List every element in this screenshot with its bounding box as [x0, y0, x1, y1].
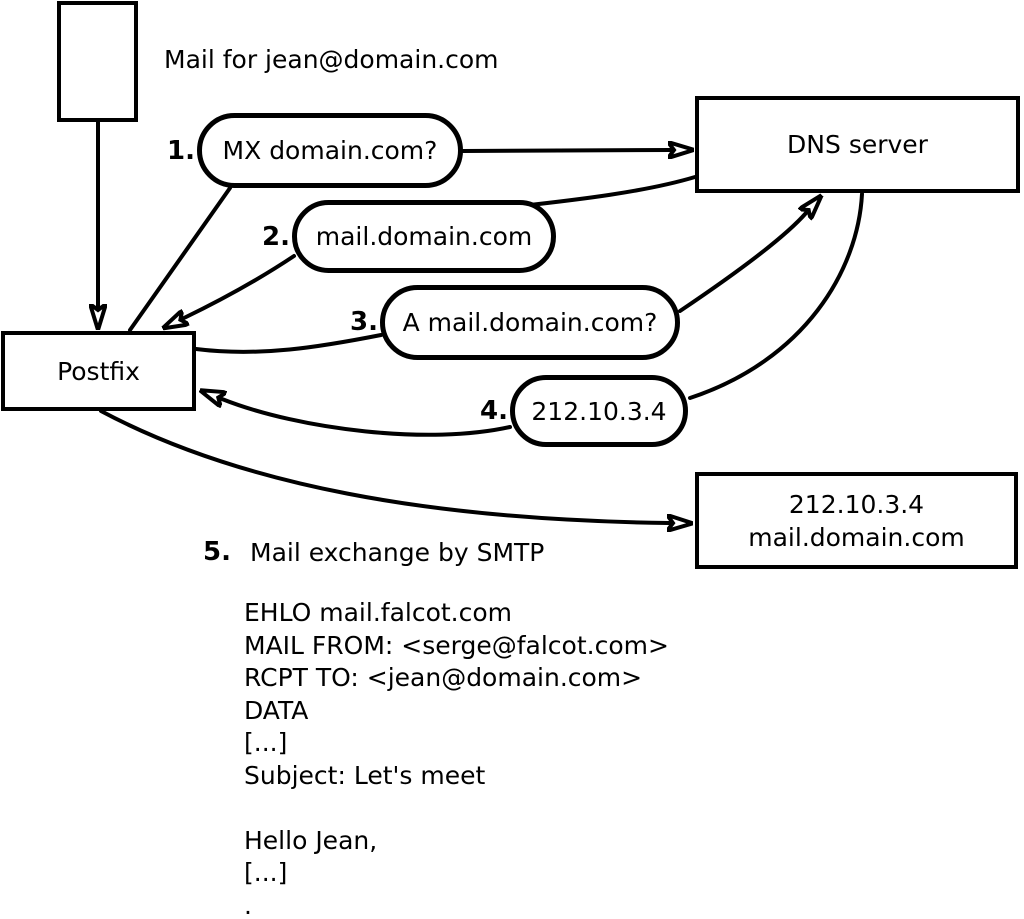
smtp-line: RCPT TO: <jean@domain.com>: [244, 663, 643, 692]
step-number-3: 3.: [350, 307, 378, 337]
connector-answer2-to-postfix: [184, 254, 296, 318]
smtp-line: Subject: Let's meet: [244, 760, 486, 790]
smtp-line: [...]: [244, 858, 288, 887]
query-pill-mx: MX domain.com?: [197, 113, 463, 188]
query-pill-a: A mail.domain.com?: [380, 285, 680, 360]
connector-query1-to-dns: [461, 150, 670, 151]
mail-server-node: 212.10.3.4 mail.domain.com: [695, 472, 1018, 569]
smtp-line: MAIL FROM: <serge@falcot.com>: [244, 630, 669, 660]
mail-caption: Mail for jean@domain.com: [164, 45, 499, 74]
mail-message-shape: [57, 1, 138, 122]
answer-pill-mx: mail.domain.com: [292, 200, 556, 273]
connector-answer4-to-postfix: [222, 399, 512, 437]
answer-pill-a: 212.10.3.4: [510, 375, 688, 447]
step-number-2: 2.: [262, 222, 290, 252]
mail-server-hostname: mail.domain.com: [748, 522, 965, 552]
answer-pill-mx-label: mail.domain.com: [315, 222, 533, 251]
smtp-line: DATA: [244, 695, 309, 725]
dns-server-node: DNS server: [695, 96, 1020, 193]
smtp-line: Hello Jean,: [244, 825, 378, 855]
smtp-line: .: [244, 890, 252, 919]
query-pill-mx-label: MX domain.com?: [222, 136, 438, 165]
answer-pill-a-label: 212.10.3.4: [531, 396, 667, 426]
step-number-5: 5.: [203, 537, 231, 567]
connector-postfix-to-query3: [194, 333, 383, 354]
smtp-line: EHLO mail.falcot.com: [244, 598, 513, 627]
dns-server-label: DNS server: [787, 130, 928, 159]
connector-postfix-to-query1: [128, 186, 232, 332]
postfix-node: Postfix: [1, 331, 196, 411]
step-number-4: 4.: [480, 396, 508, 426]
connector-dns-to-answer2: [519, 175, 697, 208]
postfix-label: Postfix: [57, 356, 140, 386]
step-5-label: Mail exchange by SMTP: [250, 538, 545, 567]
smtp-transcript: EHLO mail.falcot.com MAIL FROM: <serge@f…: [244, 597, 669, 919]
smtp-line: [244, 792, 669, 825]
step-number-1: 1.: [167, 136, 195, 166]
query-pill-a-label: A mail.domain.com?: [402, 308, 658, 337]
mail-server-ip: 212.10.3.4: [788, 489, 925, 519]
connector-query3-to-dns: [678, 213, 806, 313]
connector-dns-to-answer4: [688, 192, 864, 400]
smtp-line: [...]: [244, 728, 288, 757]
